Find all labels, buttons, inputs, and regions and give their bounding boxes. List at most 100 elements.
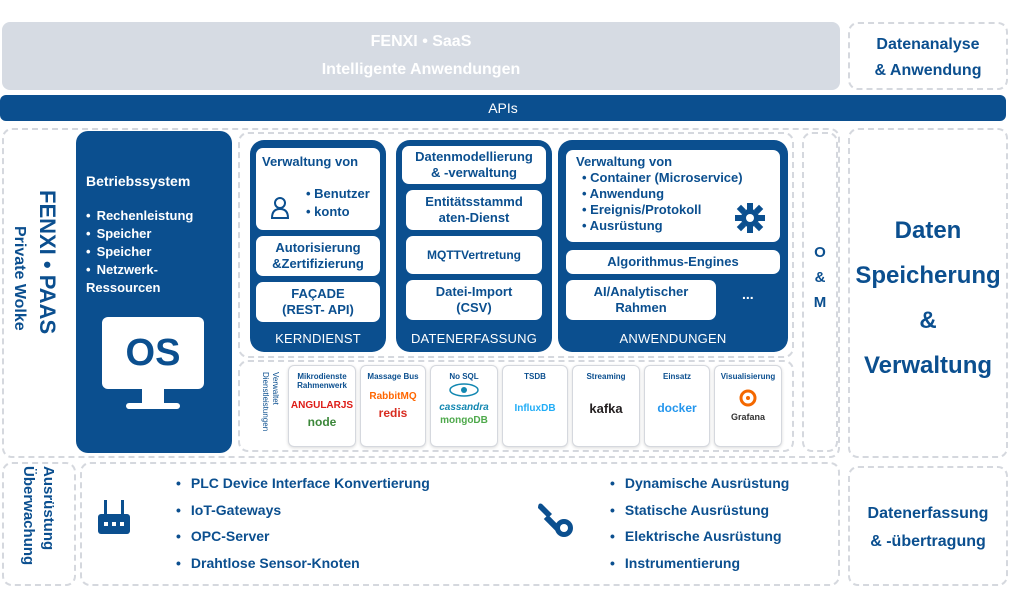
om-frame <box>802 132 838 452</box>
docker-logo: docker <box>657 401 697 415</box>
user-management-title: Verwaltung von <box>262 154 359 169</box>
service-title: Massage Bus <box>367 372 419 381</box>
algorithm-engines-card: Algorithmus-Engines <box>566 250 780 274</box>
authorization-line2: &Zertifizierung <box>272 256 364 271</box>
file-import-line1: Datei-Import <box>435 284 513 299</box>
os-item: Netzwerk-Ressourcen <box>86 261 222 297</box>
app-management-title: Verwaltung von <box>576 154 673 169</box>
mqtt-card: MQTTVertretung <box>406 236 542 274</box>
data-modeling-line1: Datenmodellierung <box>415 149 533 164</box>
ai-line2: Rahmen <box>615 300 667 315</box>
service-title: Streaming <box>586 372 626 381</box>
storage-label: Daten Speicherung & Verwaltung <box>848 208 1008 388</box>
list-item: OPC-Server <box>176 523 430 550</box>
om-amp: & <box>814 269 826 286</box>
service-nosql: No SQL cassandra mongoDB <box>430 365 498 447</box>
os-title: Betriebssystem <box>86 173 191 189</box>
redis-logo: redis <box>378 406 408 420</box>
service-message-bus: Massage Bus RabbitMQ redis <box>360 365 426 447</box>
saas-title: FENXI • SaaS <box>370 33 472 50</box>
app-item: • Ausrüstung <box>582 218 663 233</box>
app-item: • Container (Microservice) <box>582 170 743 185</box>
managed-services-label: Verwaltet Dienstleistungen <box>250 372 280 446</box>
anwendungen-panel: Verwaltung von • Container (Microservice… <box>558 140 788 352</box>
user-item: • Benutzer <box>306 186 370 201</box>
service-visualization: Visualisierung Grafana <box>714 365 782 447</box>
facade-line2: (REST- API) <box>282 302 354 317</box>
list-item: Drahtlose Sensor-Knoten <box>176 550 430 577</box>
equipment-label-frame <box>2 462 76 586</box>
influxdb-logo: InfluxDB <box>514 403 556 414</box>
file-import-line2: (CSV) <box>456 300 492 315</box>
entity-master-line2: aten-Dienst <box>438 210 510 225</box>
service-title: TSDB <box>524 372 546 381</box>
datenerfassung-label: DATENERFASSUNG <box>410 331 538 346</box>
mongodb-logo: mongoDB <box>440 415 488 426</box>
om-label: O & M <box>802 240 838 315</box>
analysis-label: Datenanalyse & Anwendung <box>848 32 1008 84</box>
list-item: Dynamische Ausrüstung <box>610 470 789 497</box>
monitor-stand <box>142 389 164 403</box>
acquisition-box <box>848 466 1008 586</box>
file-import-card: Datei-Import (CSV) <box>406 280 542 320</box>
service-tsdb: TSDB InfluxDB <box>502 365 568 447</box>
router-icon <box>98 500 130 534</box>
app-management-card: Verwaltung von • Container (Microservice… <box>566 150 780 242</box>
acquisition-line1: Datenerfassung <box>867 505 989 522</box>
bottom-left-list: PLC Device Interface Konvertierung IoT-G… <box>176 470 430 576</box>
service-deployment: Einsatz docker <box>644 365 710 447</box>
monitor-base <box>126 403 180 409</box>
user-icon <box>270 197 290 219</box>
service-streaming: Streaming kafka <box>572 365 640 447</box>
analysis-box <box>848 22 1008 90</box>
managed-services-line2: Dienstleistungen <box>261 372 270 432</box>
storage-line1: Daten <box>894 217 962 244</box>
cassandra-logo: cassandra <box>439 402 489 413</box>
monitor-icon: OS <box>102 317 204 389</box>
service-title: Visualisierung <box>720 372 776 381</box>
list-item: Statische Ausrüstung <box>610 497 789 524</box>
storage-box <box>848 128 1008 458</box>
authorization-line1: Autorisierung <box>275 240 361 255</box>
os-panel: Betriebssystem Rechenleistung Speicher S… <box>76 131 232 453</box>
datenerfassung-panel: Datenmodellierung & -verwaltung Entitäts… <box>396 140 552 352</box>
equipment-frame <box>80 462 840 586</box>
analysis-line1: Datenanalyse <box>876 36 980 53</box>
entity-master-line1: Entitätsstammd <box>425 194 523 209</box>
eye-icon <box>449 383 479 397</box>
service-title: Mikrodienste Rahmenwerk <box>297 372 347 390</box>
storage-line2: Speicherung <box>855 262 1001 289</box>
storage-line3: & <box>919 307 937 334</box>
private-cloud-label: Private Wolke <box>11 226 28 331</box>
authorization-card: Autorisierung &Zertifizierung <box>256 236 380 276</box>
kerndienst-panel: Verwaltung von • Benutzer • konto Autori… <box>250 140 386 352</box>
app-item: • Ereignis/Protokoll <box>582 202 702 217</box>
grafana-logo: Grafana <box>730 412 765 422</box>
service-title: No SQL <box>449 372 479 381</box>
bottom-right-list: Dynamische Ausrüstung Statische Ausrüstu… <box>610 470 789 576</box>
list-item: Elektrische Ausrüstung <box>610 523 789 550</box>
acquisition-label: Datenerfassung & -übertragung <box>848 500 1008 556</box>
apis-bar: APIs <box>0 95 1006 121</box>
user-management-card: Verwaltung von • Benutzer • konto <box>256 148 380 230</box>
facade-card: FAÇADE (REST- API) <box>256 282 380 322</box>
os-items: Rechenleistung Speicher Speicher Netzwer… <box>86 207 222 297</box>
angular-logo: ANGULARJS <box>290 400 354 411</box>
paas-frame <box>2 128 840 458</box>
list-item: PLC Device Interface Konvertierung <box>176 470 430 497</box>
ai-framework-card: AI/Analytischer Rahmen <box>566 280 716 320</box>
list-item: Instrumentierung <box>610 550 789 577</box>
app-item: • Anwendung <box>582 186 665 201</box>
anwendungen-label: ANWENDUNGEN <box>619 331 727 346</box>
grafana-icon <box>739 389 757 407</box>
data-modeling-card: Datenmodellierung & -verwaltung <box>402 146 546 184</box>
ai-line1: AI/Analytischer <box>593 284 689 299</box>
managed-services-line1: Verwaltet <box>271 372 280 405</box>
facade-line1: FAÇADE <box>291 286 345 301</box>
storage-line4: Verwaltung <box>863 352 993 379</box>
service-microservices: Mikrodienste Rahmenwerk ANGULARJS node <box>288 365 356 447</box>
om-o: O <box>814 244 826 261</box>
service-title: Einsatz <box>662 372 691 381</box>
paas-title: FENXI • PAAS <box>35 190 60 335</box>
wrench-icon <box>538 503 573 537</box>
